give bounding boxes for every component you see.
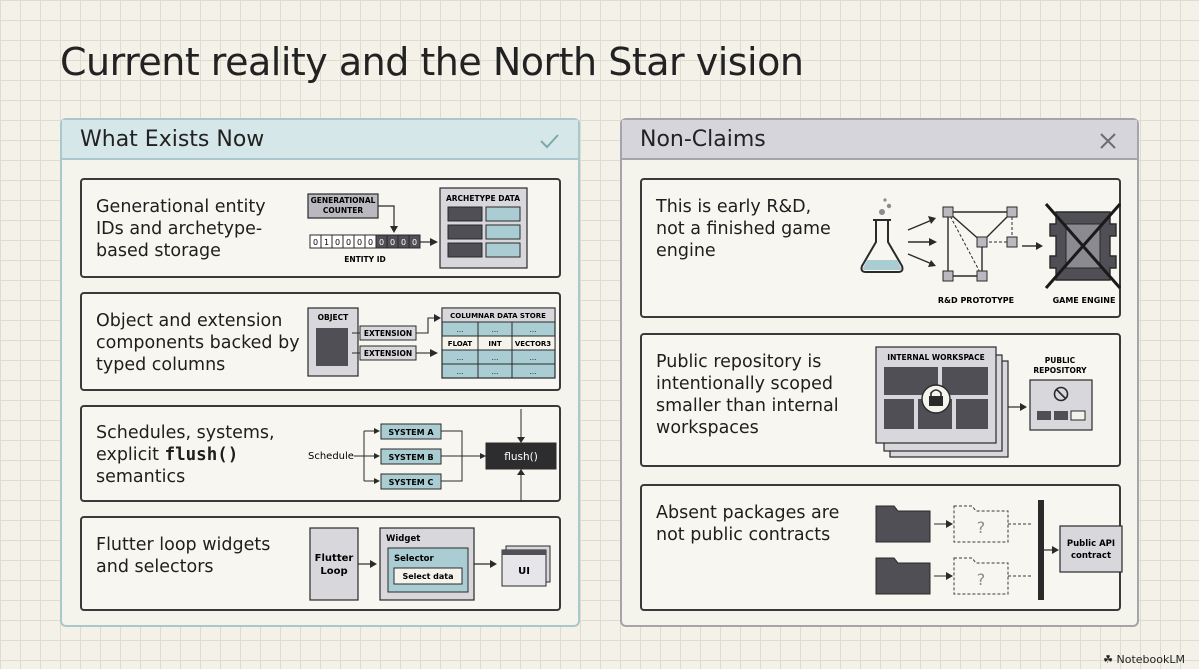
entity-id-diagram: GENERATIONAL COUNTER 0 1 0 0 0 0 xyxy=(307,187,528,269)
folder-icon xyxy=(875,505,931,543)
ellipsis: ... xyxy=(530,368,537,376)
bit-0: 0 xyxy=(313,238,318,247)
engine-label: GAME ENGINE xyxy=(1053,296,1116,305)
bit-1: 1 xyxy=(324,238,329,247)
columnar-store-diagram: OBJECT EXTENSION EXTENSION COLUMNAR DATA… xyxy=(307,307,556,379)
entity-id-bits: 0 1 0 0 0 0 0 0 0 0 xyxy=(309,234,421,249)
close-icon xyxy=(1100,133,1116,149)
card-text: Schedules, systems, explicit flush() sem… xyxy=(96,422,296,488)
card-text: Flutter loop widgets and selectors xyxy=(96,535,271,577)
schedule-label: Schedule xyxy=(308,451,354,462)
generational-counter-label: GENERATIONAL xyxy=(311,196,376,205)
flutter-loop-label-1: Flutter xyxy=(315,553,354,564)
question-mark: ? xyxy=(977,518,986,537)
notebooklm-label: NotebookLM xyxy=(1116,653,1185,666)
ellipsis: ... xyxy=(492,326,499,334)
system-a: SYSTEM A xyxy=(388,428,434,437)
panel-title-left: What Exists Now xyxy=(80,127,265,152)
system-c: SYSTEM C xyxy=(389,478,434,487)
notebooklm-logo-icon: ☘ xyxy=(1103,653,1114,666)
bit-3: 0 xyxy=(346,238,351,247)
entity-id-label: ENTITY ID xyxy=(344,255,385,264)
archetype-data-label: ARCHETYPE DATA xyxy=(446,194,520,203)
flush-box-label: flush() xyxy=(504,451,538,463)
selector-label: Selector xyxy=(394,554,435,564)
lock-icon xyxy=(921,384,951,414)
public-api-label-2: contract xyxy=(1071,551,1111,561)
system-b: SYSTEM B xyxy=(388,453,433,462)
card-text: Generational entity IDs and archetype-ba… xyxy=(96,197,266,261)
card-text-part1: Schedules, systems, explicit xyxy=(96,423,275,465)
panel-header-right: Non-Claims xyxy=(622,120,1137,160)
card-absent-packages: Absent packages are not public contracts… xyxy=(640,484,1123,611)
ellipsis: ... xyxy=(457,368,464,376)
flutter-loop-label-2: Loop xyxy=(320,566,347,577)
prototype-graph xyxy=(942,206,1018,282)
card-public-repo: Public repository is intentionally scope… xyxy=(640,333,1121,467)
folder-icon xyxy=(875,557,931,595)
widget-label: Widget xyxy=(386,534,420,544)
page-title: Current reality and the North Star visio… xyxy=(60,40,804,84)
card-text-part2: semantics xyxy=(96,467,186,487)
non-claims-panel: Non-Claims This is early R&D, not a fini… xyxy=(620,118,1139,627)
card-flutter-loop: Flutter loop widgets and selectors Flutt… xyxy=(80,516,561,611)
no-entry-icon xyxy=(1053,386,1069,402)
question-mark: ? xyxy=(977,570,986,589)
ellipsis: ... xyxy=(457,354,464,362)
flutter-loop-diagram: Flutter Loop Widget Selector Select data… xyxy=(309,527,551,601)
object-label: OBJECT xyxy=(318,313,350,322)
schedule-diagram: Schedule SYSTEM A SYSTEM B SYSTEM C flus… xyxy=(308,409,557,502)
bit-6: 0 xyxy=(379,238,384,247)
bit-2: 0 xyxy=(335,238,340,247)
column-float: FLOAT xyxy=(448,340,473,348)
column-int: INT xyxy=(488,340,501,348)
card-early-rnd: This is early R&D, not a finished game e… xyxy=(640,178,1122,318)
engine-crossed-icon xyxy=(1044,203,1122,289)
internal-workspace-label: INTERNAL WORKSPACE xyxy=(887,353,984,362)
select-data-label: Select data xyxy=(402,572,453,581)
bit-7: 0 xyxy=(390,238,395,247)
prototype-label: R&D PROTOTYPE xyxy=(938,296,1014,305)
flush-code: flush() xyxy=(164,445,239,465)
ellipsis: ... xyxy=(492,368,499,376)
flask-icon xyxy=(860,198,904,273)
card-schedules: Schedules, systems, explicit flush() sem… xyxy=(80,405,561,502)
what-exists-now-panel: What Exists Now Generational entity IDs … xyxy=(60,118,580,627)
check-icon xyxy=(540,134,559,149)
card-text: Object and extension components backed b… xyxy=(96,311,300,375)
panel-header-left: What Exists Now xyxy=(62,120,578,160)
packages-diagram: ? ? Public API contract xyxy=(875,500,1123,600)
bit-4: 0 xyxy=(357,238,362,247)
prototype-vs-engine-diagram: R&D PROTOTYPE GAME ENGINE xyxy=(860,198,1122,305)
public-repository-label-2: REPOSITORY xyxy=(1033,366,1087,375)
public-repository-label-1: PUBLIC xyxy=(1045,356,1076,365)
card-text: Absent packages are not public contracts xyxy=(656,503,840,545)
ellipsis: ... xyxy=(530,326,537,334)
ellipsis: ... xyxy=(530,354,537,362)
workspace-diagram: INTERNAL WORKSPACE PUBLIC REPOSITORY xyxy=(875,346,1093,458)
card-text: Public repository is intentionally scope… xyxy=(656,352,839,438)
panel-title-right: Non-Claims xyxy=(640,127,766,152)
card-object-extension: Object and extension components backed b… xyxy=(80,292,561,391)
extension-label-2: EXTENSION xyxy=(364,349,412,358)
ellipsis: ... xyxy=(457,326,464,334)
column-vector3: VECTOR3 xyxy=(515,340,551,348)
columnar-store-label: COLUMNAR DATA STORE xyxy=(450,312,546,320)
extension-label-1: EXTENSION xyxy=(364,329,412,338)
ellipsis: ... xyxy=(492,354,499,362)
generational-counter-label-2: COUNTER xyxy=(323,206,363,215)
bit-9: 0 xyxy=(412,238,417,247)
card-entity-storage: Generational entity IDs and archetype-ba… xyxy=(80,178,561,278)
ui-label: UI xyxy=(518,566,530,577)
bit-8: 0 xyxy=(401,238,406,247)
public-api-label-1: Public API xyxy=(1067,539,1115,549)
card-text: This is early R&D, not a finished game e… xyxy=(656,197,831,261)
notebooklm-brand: ☘ NotebookLM xyxy=(1103,653,1185,666)
bit-5: 0 xyxy=(368,238,373,247)
